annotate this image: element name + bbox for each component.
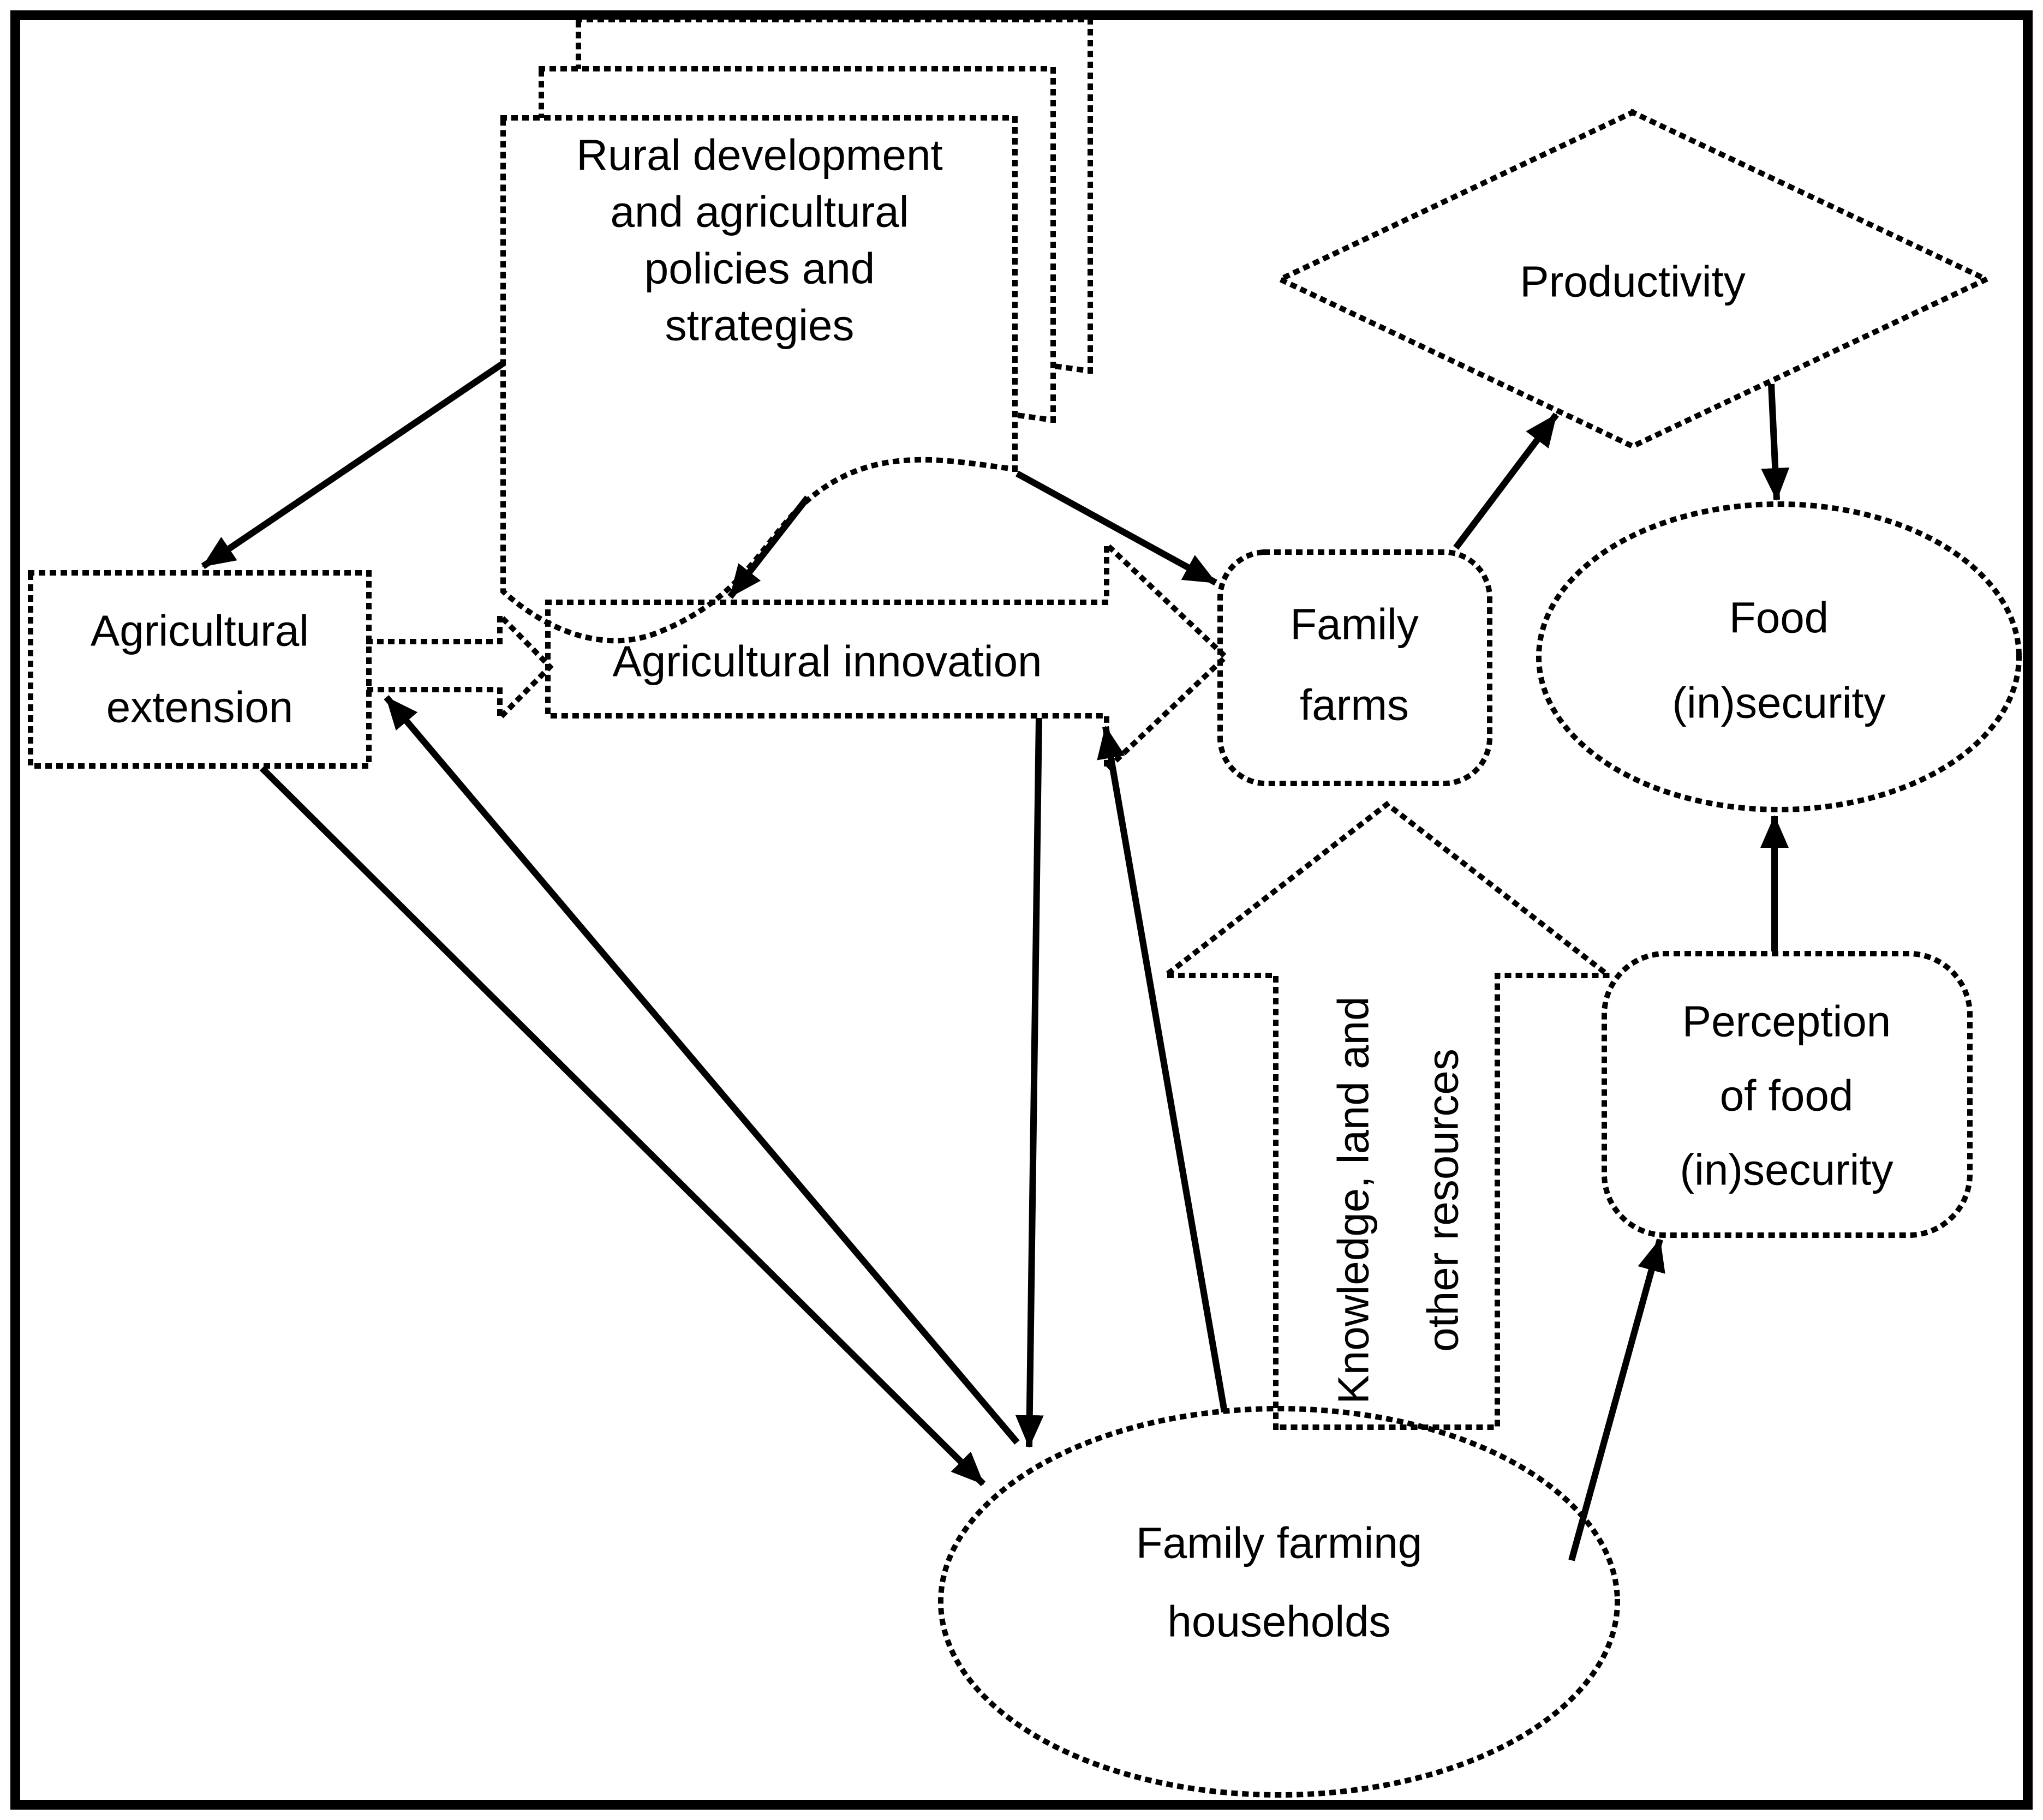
agricultural-extension-label-line-2: extension	[106, 683, 293, 732]
food-insecurity-label-line-1: Food	[1729, 594, 1829, 642]
node-agricultural-innovation: Agricultural innovation	[545, 538, 1230, 776]
edge-rural-dev-to-agricultural-extension	[201, 361, 505, 569]
rural-development-label-line-4: strategies	[665, 301, 855, 350]
node-family-farming-households: Family farming households	[938, 1406, 1620, 1798]
agricultural-innovation-label: Agricultural innovation	[612, 637, 1042, 686]
knowledge-resources-label-line-2: other resources	[1419, 1049, 1467, 1352]
diamond-shape	[1274, 109, 1993, 450]
ellipse-shape	[1536, 501, 2022, 812]
family-farms-label-line-2: farms	[1300, 681, 1409, 729]
perception-label-line-3: (in)security	[1680, 1146, 1893, 1194]
rural-development-label-line-1: Rural development	[576, 131, 942, 179]
rural-development-label-line-2: and agricultural	[611, 188, 909, 236]
edge-extension-to-households	[259, 765, 986, 1487]
edge-households-to-perception	[1568, 1238, 1665, 1561]
up-block-arrow-shape	[1157, 800, 1617, 1430]
edge-households-to-extension	[384, 695, 1020, 1445]
node-agricultural-extension: Agricultural extension	[28, 570, 372, 769]
households-label-line-1: Family farming	[1136, 1519, 1423, 1567]
knowledge-resources-label-line-1: Knowledge, land and	[1329, 996, 1378, 1404]
node-rural-development-policies: Rural development and agricultural polic…	[500, 17, 1093, 644]
node-perception-food-insecurity: Perception of food (in)security	[1602, 951, 1973, 1238]
rectangle-shape	[28, 570, 372, 769]
edge-productivity-to-food-insecurity	[1761, 384, 1790, 501]
food-insecurity-label-line-2: (in)security	[1672, 679, 1885, 727]
node-knowledge-resources-arrow: Knowledge, land and other resources	[1157, 800, 1617, 1430]
perception-label-line-1: Perception	[1682, 997, 1891, 1046]
productivity-label: Productivity	[1520, 258, 1745, 306]
ellipse-shape	[938, 1406, 1620, 1798]
edge-rural-dev-to-family-farms	[1015, 470, 1217, 586]
agricultural-extension-label-line-1: Agricultural	[91, 607, 309, 655]
edge-extension-to-innovation-block-arrow	[366, 608, 554, 725]
node-food-insecurity: Food (in)security	[1536, 501, 2022, 812]
edge-innovation-to-households	[1015, 717, 1044, 1448]
perception-label-line-2: of food	[1720, 1071, 1854, 1120]
edge-family-farms-to-productivity	[1453, 412, 1559, 550]
edge-households-to-innovation	[1097, 726, 1228, 1413]
right-block-arrow-shape	[545, 538, 1230, 776]
edge-rural-dev-to-agricultural-innovation	[727, 495, 810, 599]
node-family-farms: Family farms	[1217, 549, 1492, 786]
node-productivity: Productivity	[1274, 109, 1993, 450]
households-label-line-2: households	[1167, 1597, 1390, 1646]
rural-development-label-line-3: policies and	[644, 244, 875, 293]
rounded-rectangle-shape	[1217, 549, 1492, 786]
family-farms-label-line-1: Family	[1290, 600, 1419, 649]
outer-border	[10, 10, 2033, 1810]
rounded-rectangle-shape	[1602, 951, 1973, 1238]
